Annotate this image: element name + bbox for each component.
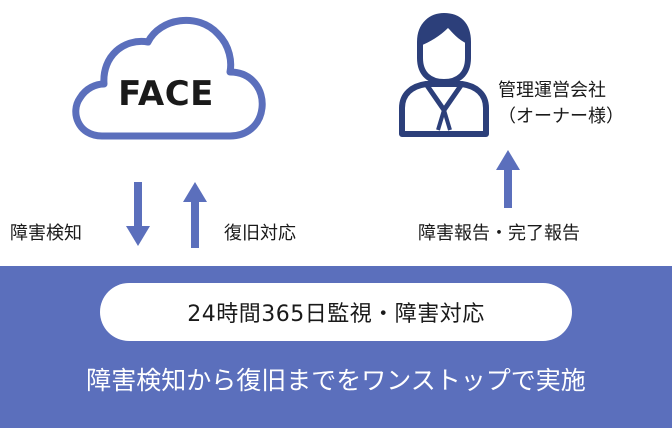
report-arrow-icon — [496, 150, 520, 208]
owner-label: 管理運営会社 （オーナー様） — [498, 78, 668, 130]
down-arrow-icon — [126, 182, 150, 246]
owner-line1: 管理運営会社 — [498, 80, 606, 101]
recovery-label: 復旧対応 — [224, 223, 296, 244]
person-icon — [399, 12, 489, 137]
up-arrow-icon — [183, 182, 207, 248]
face-label: FACE — [118, 74, 214, 114]
tagline: 障害検知から復旧までをワンストップで実施 — [86, 366, 586, 395]
report-label: 障害報告・完了報告 — [418, 223, 580, 244]
owner-line2: （オーナー様） — [498, 106, 624, 127]
monitoring-pill: 24時間365日監視・障害対応 — [100, 283, 572, 341]
detect-label: 障害検知 — [10, 223, 82, 244]
monitoring-text: 24時間365日監視・障害対応 — [187, 302, 485, 327]
cloud-icon — [72, 16, 266, 140]
